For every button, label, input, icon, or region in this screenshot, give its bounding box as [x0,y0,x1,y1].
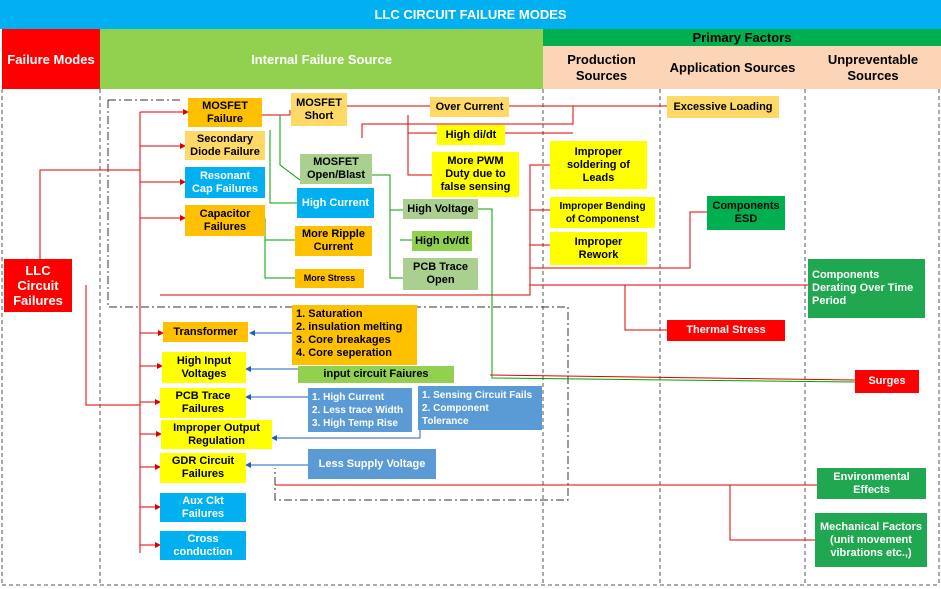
node-aux-ckt-failures: Aux Ckt Failures [160,493,246,522]
node-mechanical-factors: Mechanical Factors (unit movement vibrat… [815,513,927,567]
node-high-current: High Current [297,188,374,218]
node-more-pwm-duty: More PWM Duty due to false sensing [432,152,519,197]
node-transformer-causes: 1. Saturation 2. insulation melting 3. C… [292,305,417,365]
node-transformer: Transformer [163,322,248,342]
header-application-sources: Application Sources [660,46,805,89]
header-production-sources: Production Sources [543,46,660,89]
node-mosfet-short: MOSFET Short [291,93,347,126]
header-failure-modes: Failure Modes [2,29,100,89]
node-mosfet-open-blast: MOSFET Open/Blast [300,154,372,184]
node-gdr-circuit-failures: GDR Circuit Failures [160,453,246,483]
header-primary-factors: Primary Factors [543,29,941,46]
node-surges: Surges [855,370,919,393]
root-llc-circuit-failures: LLC Circuit Failures [4,259,72,312]
node-improper-output-regulation: Improper Output Regulation [161,420,272,449]
node-pcb-trace-failures: PCB Trace Failures [160,388,246,418]
node-pcb-trace-causes: 1. High Current 2. Less trace Width 3. H… [308,388,412,432]
node-improper-rework: Improper Rework [550,232,647,265]
node-mosfet-failure: MOSFET Failure [188,98,262,127]
node-improper-bending: Improper Bending of Componenst [550,197,655,228]
node-input-circuit-failures: input circuit Faiures [298,366,454,383]
node-improper-soldering: Improper soldering of Leads [550,141,647,189]
node-resonant-cap-failures: Resonant Cap Failures [185,167,265,198]
node-high-input-voltages: High Input Voltages [162,352,246,383]
node-secondary-diode-failure: Secondary Diode Failure [185,131,265,160]
node-over-current: Over Current [430,97,509,117]
node-capacitor-failures: Capacitor Failures [185,205,265,236]
node-cross-conduction: Cross conduction [160,531,246,560]
node-environmental-effects: Environmental Effects [817,468,926,499]
node-high-didt: High di/dt [437,125,505,145]
node-thermal-stress: Thermal Stress [667,320,785,341]
header-unpreventable-sources: Unpreventable Sources [805,46,941,89]
node-sensing-causes: 1. Sensing Circuit Fails 2. Component To… [418,386,542,430]
node-less-supply-voltage: Less Supply Voltage [308,449,436,479]
node-components-derating: Components Derating Over Time Period [808,259,925,318]
node-more-ripple-current: More Ripple Current [295,226,372,256]
node-components-esd: Components ESD [707,196,785,230]
node-pcb-trace-open: PCB Trace Open [403,258,478,290]
node-excessive-loading: Excessive Loading [667,96,779,118]
node-more-stress: More Stress [295,269,364,288]
node-high-dvdt: High dv/dt [412,231,472,251]
node-high-voltage: High Voltage [403,199,478,219]
diagram-title: LLC CIRCUIT FAILURE MODES [0,0,941,29]
header-internal-failure-source: Internal Failure Source [100,29,543,89]
